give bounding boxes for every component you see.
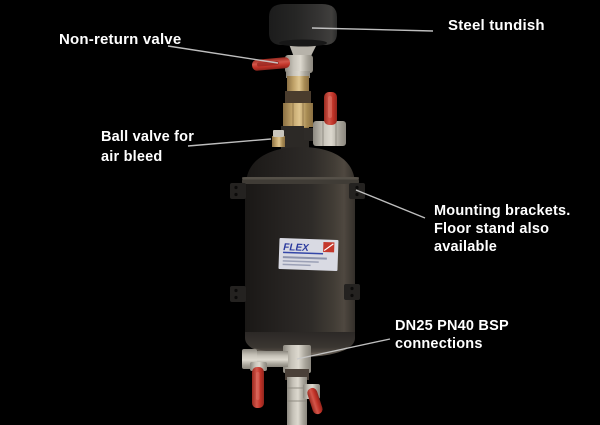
- bracket-hole: [234, 185, 238, 190]
- drain-valve-red-handle: [307, 387, 323, 415]
- bracket-hole: [234, 288, 238, 293]
- sticker-text-line: [282, 263, 311, 267]
- mounting-bracket-top-left: [230, 183, 246, 199]
- bottom-dark-joint: [285, 369, 309, 380]
- leader-line-mounting-brackets: [355, 189, 426, 219]
- vessel-sticker: FLEX: [278, 238, 339, 272]
- leader-lines: [167, 27, 434, 360]
- sticker-logo-mark: [323, 243, 334, 252]
- brass-hex-fitting: [283, 103, 313, 127]
- bracket-hole: [350, 286, 354, 291]
- non-return-valve-body: [285, 55, 313, 73]
- callout-connections: DN25 PN40 BSP connections: [395, 318, 509, 352]
- leader-line-connections: [296, 338, 391, 360]
- upper-pipe-assembly: [252, 4, 346, 156]
- bracket-hole: [234, 295, 238, 300]
- bracket-hole: [234, 192, 238, 197]
- tundish-bottom-shadow: [279, 39, 327, 47]
- vessel-label-brand: FLEX: [283, 242, 310, 254]
- dark-pipe-joint: [285, 91, 311, 103]
- bracket-hole: [355, 185, 359, 190]
- bracket-hole: [350, 293, 354, 298]
- vessel-dome-top: [246, 147, 355, 185]
- branch-valve-body: [313, 121, 346, 146]
- leader-line-steel-tundish: [311, 27, 434, 32]
- handle-highlight: [328, 96, 332, 118]
- sticker-text-line: [282, 260, 319, 263]
- handle-highlight: [256, 372, 260, 400]
- bottom-left-valve-red-handle: [252, 367, 264, 408]
- callout-mounting-brackets: Mounting brackets. Floor stand also avai…: [434, 203, 571, 255]
- leader-line-air-bleed: [187, 138, 272, 147]
- air-bleed-cap: [273, 130, 284, 137]
- vessel-rim-highlight: [242, 177, 359, 180]
- bottom-pipe-assembly: [242, 345, 323, 425]
- steel-tundish-shape: [269, 4, 337, 45]
- callout-non-return-valve: Non-return valve: [59, 31, 182, 48]
- vessel-bottom-cap: [245, 332, 355, 357]
- non-return-valve-handle: [252, 57, 291, 71]
- air-bleed-valve: [272, 136, 285, 147]
- bracket-hole: [355, 192, 359, 197]
- sticker-underline: [283, 251, 324, 255]
- pipe-coupler: [286, 71, 310, 78]
- leader-line-non-return-valve: [167, 45, 279, 64]
- mounting-bracket-bottom-right: [344, 284, 360, 300]
- mounting-bracket-bottom-left: [230, 286, 246, 302]
- callout-air-bleed-valve: Ball valve for air bleed: [101, 129, 195, 165]
- vessel: FLEX: [230, 130, 365, 357]
- callout-steel-tundish: Steel tundish: [448, 17, 545, 34]
- sticker-text-line: [282, 256, 327, 260]
